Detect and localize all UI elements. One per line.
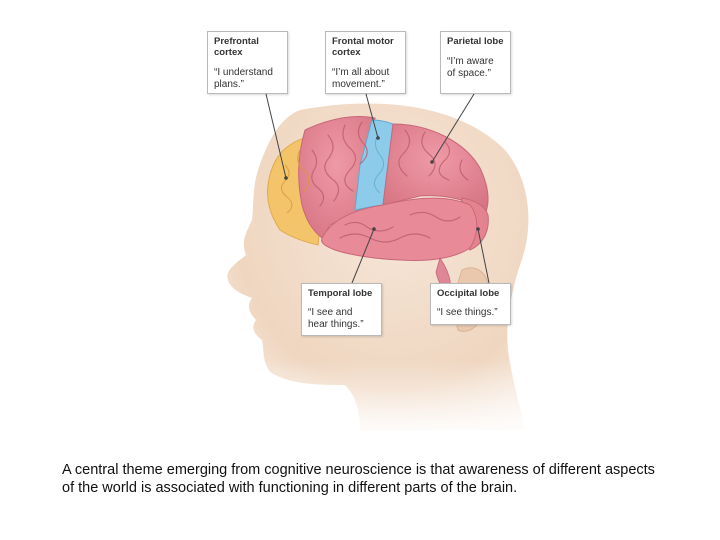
motor-leader	[365, 93, 379, 139]
temporal-lobe	[321, 197, 478, 261]
parietal-leader	[431, 93, 475, 163]
temporal-leader	[351, 228, 375, 284]
callout-title: Temporal lobe	[308, 288, 373, 299]
prefrontal-leader	[265, 93, 287, 179]
callout-prefrontal-cortex: Prefrontal cortex “I understand plans.”	[207, 31, 288, 94]
callout-title: Prefrontal cortex	[214, 36, 259, 58]
callout-temporal-lobe: Temporal lobe “I see and hear things.”	[301, 283, 382, 336]
callout-quote: “I see and hear things.”	[308, 307, 364, 330]
callout-title: Occipital lobe	[437, 288, 500, 299]
brain-illustration	[220, 93, 540, 440]
callout-parietal-lobe: Parietal lobe “I’m aware of space.”	[440, 31, 511, 94]
callout-occipital-lobe: Occipital lobe “I see things.”	[430, 283, 511, 325]
callout-quote: “I’m all about movement.”	[332, 67, 390, 90]
callout-quote: “I understand plans.”	[214, 67, 273, 90]
callout-quote: “I see things.”	[437, 307, 498, 318]
occipital-leader	[477, 228, 490, 284]
brain-diagram: Prefrontal cortex “I understand plans.” …	[207, 31, 540, 440]
brain	[267, 116, 489, 293]
parietal-lobe	[382, 123, 489, 213]
callout-title: Frontal motor cortex	[332, 36, 394, 58]
figure-caption: A central theme emerging from cognitive …	[62, 462, 655, 496]
callout-quote: “I’m aware of space.”	[447, 56, 494, 79]
callout-title: Parietal lobe	[447, 36, 504, 47]
callout-frontal-motor-cortex: Frontal motor cortex “I’m all about move…	[325, 31, 406, 94]
